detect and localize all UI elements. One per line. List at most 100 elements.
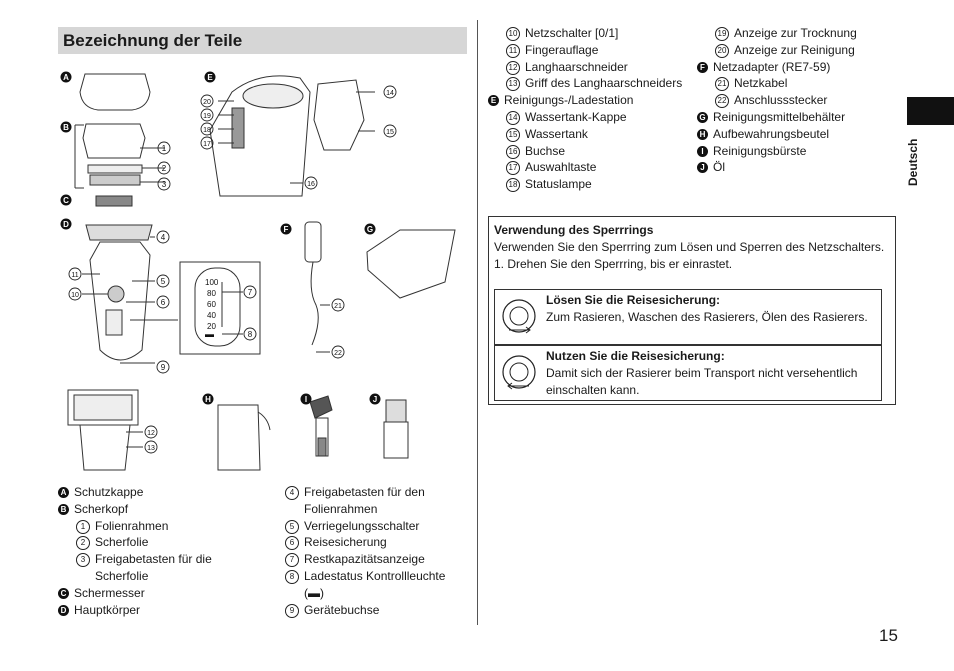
callout-17: 17 [203,141,211,148]
lock-panel: Nutzen Sie die Reisesicherung: Damit sic… [494,345,882,401]
foil-release-drawing [89,174,141,186]
unlock-icon [502,299,536,334]
badge-c: C [63,196,69,205]
callout-21: 21 [334,303,342,310]
lock-icon [502,355,536,390]
cartridge-drawing [366,229,456,299]
svg-text:20: 20 [207,322,216,331]
foil-drawing [87,164,143,174]
parts-illustration: A B C D E F G H I J 1 2 3 4 5 6 7 8 9 10… [60,71,456,471]
callout-20: 20 [203,99,211,106]
callout-22: 22 [334,350,342,357]
brush-drawing [309,395,333,419]
unlock-title: Lösen Sie die Reisesicherung: [546,293,721,307]
callout-14: 14 [386,90,394,97]
lock-ring-note: Verwendung des Sperrrings Verwenden Sie … [488,216,896,405]
note-heading: Verwendung des Sperrrings [494,223,654,237]
language-label: Deutsch [906,138,920,186]
callout-3: 3 [162,180,167,189]
badge-b: B [63,123,69,132]
protective-cap-drawing [79,73,151,111]
column-divider [477,20,478,625]
callout-8: 8 [248,330,253,339]
badge-d: D [63,220,69,229]
svg-text:80: 80 [207,289,216,298]
callout-10: 10 [71,292,79,299]
callout-4: 4 [161,233,166,242]
callout-1: 1 [162,144,167,153]
list-item: Folienrahmen [304,501,378,516]
badge-a: A [63,73,69,82]
callout-7: 7 [248,288,253,297]
foil-frame-drawing [82,123,146,159]
oil-bottle-drawing [385,399,407,423]
unlock-text: Zum Rasieren, Waschen des Rasierers, Öle… [546,310,868,324]
inner-blade-drawing [95,195,133,207]
callouts: 1 2 3 4 5 6 7 8 9 10 11 12 13 14 15 16 1… [68,85,397,454]
callout-5: 5 [161,277,166,286]
lock-title: Nutzen Sie die Reisesicherung: [546,349,725,363]
svg-text:60: 60 [207,300,216,309]
callout-6: 6 [161,298,166,307]
language-tab [907,97,954,125]
plug-icon: ▬ [205,329,214,339]
note-step: 1. Drehen Sie den Sperrring, bis er einr… [494,257,733,271]
badge-g: G [367,225,373,234]
badge-f: F [284,225,289,234]
callout-15: 15 [386,129,394,136]
adapter-drawing [304,221,322,263]
figure-badges: A B C D E F G H I J [60,71,381,405]
page-title: Bezeichnung der Teile [58,27,467,54]
callout-13: 13 [147,445,155,452]
svg-text:100: 100 [205,278,219,287]
list-item: (▬) [304,585,324,600]
unlock-panel: Lösen Sie die Reisesicherung: Zum Rasier… [494,289,882,345]
page-number: 15 [879,626,898,645]
callout-9: 9 [161,363,166,372]
pouch-drawing [217,404,261,471]
svg-text:40: 40 [207,311,216,320]
badge-j: J [373,395,377,404]
callout-12: 12 [147,430,155,437]
water-tank-drawing [313,79,365,151]
lock-text: Damit sich der Rasierer beim Transport n… [546,366,858,397]
callout-19: 19 [203,113,211,120]
badge-e: E [207,73,213,82]
note-body: Verwenden Sie den Sperrring zum Lösen un… [494,240,885,254]
